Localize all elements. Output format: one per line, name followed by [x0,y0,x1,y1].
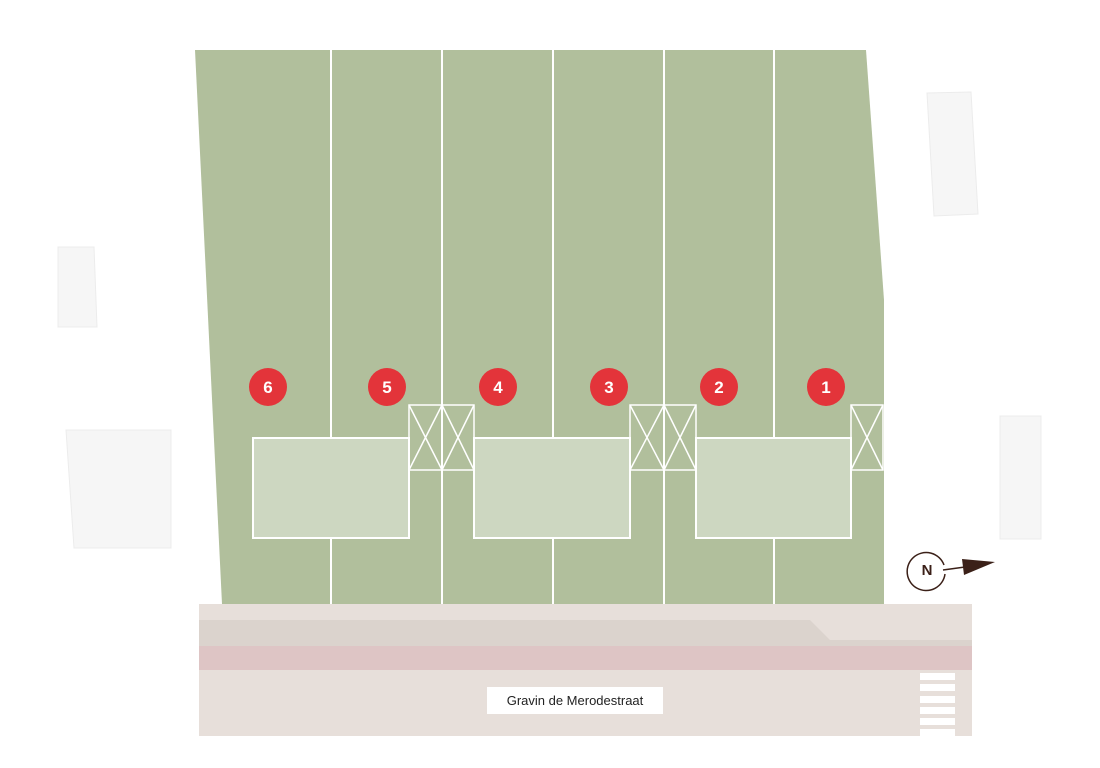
lot-number: 2 [714,378,723,397]
neighbour-buildings [57,91,1042,549]
lot-marker-4[interactable]: 4 [479,368,517,406]
sidewalk [199,620,972,646]
lot-number: 3 [604,378,613,397]
house-block [695,437,852,539]
lot-marker-5[interactable]: 5 [368,368,406,406]
crosswalk [920,673,955,736]
neighbour-building [999,415,1042,540]
lot-marker-6[interactable]: 6 [249,368,287,406]
neighbour-building [57,246,98,328]
north-label: N [922,562,933,579]
neighbour-building [926,91,979,217]
lot-number: 6 [263,378,272,397]
carports [408,404,884,471]
lot-marker-1[interactable]: 1 [807,368,845,406]
bike-lane [199,646,972,670]
carport [850,404,884,471]
street [199,604,972,736]
lot-marker-2[interactable]: 2 [700,368,738,406]
street-name-label: Gravin de Merodestraat [487,687,663,714]
neighbour-building [65,429,172,549]
houses [252,437,852,539]
carport [663,404,697,471]
lot-number: 5 [382,378,391,397]
lot-markers: 6 5 4 3 2 1 [249,368,845,406]
house-block [252,437,410,539]
north-arrow-icon: N [906,551,995,592]
lot-number: 1 [821,378,830,397]
carport [441,404,475,471]
house-block [473,437,631,539]
lot-marker-3[interactable]: 3 [590,368,628,406]
lot-number: 4 [493,378,503,397]
